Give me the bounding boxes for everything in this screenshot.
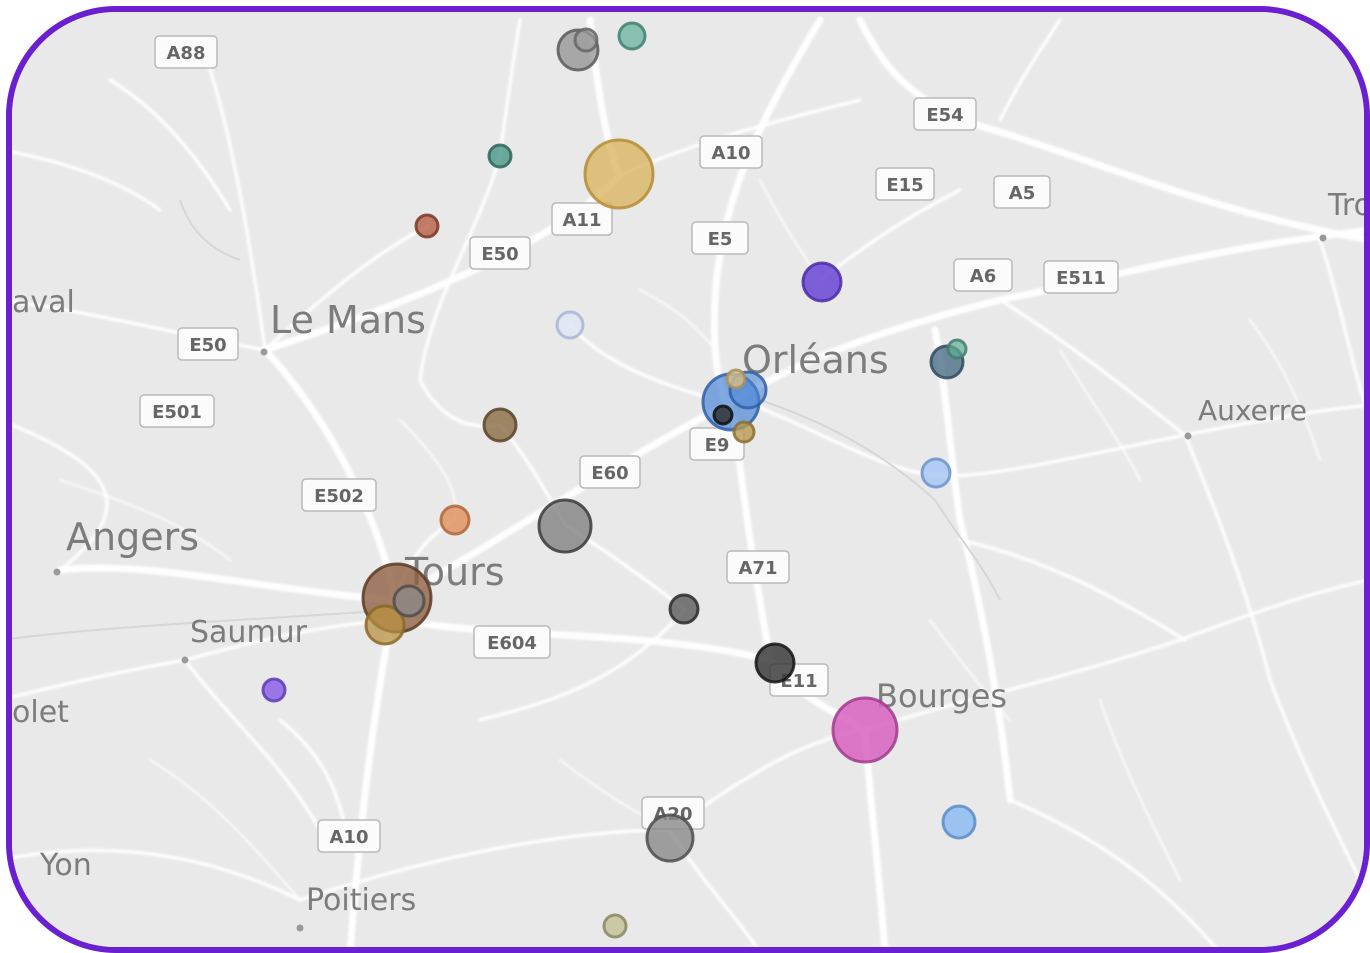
bubble-brown[interactable] <box>482 407 518 443</box>
svg-text:A11: A11 <box>563 210 602 231</box>
bubble-lightblue-north[interactable] <box>555 310 585 340</box>
bubble-orange[interactable] <box>439 504 471 536</box>
svg-text:A10: A10 <box>330 827 369 848</box>
road-label-e511: E511 <box>1043 260 1119 294</box>
svg-text:E604: E604 <box>487 633 537 654</box>
road-label-e60: E60 <box>579 455 641 489</box>
bubble-gray-tours[interactable] <box>392 584 426 618</box>
svg-text:E5: E5 <box>708 229 733 250</box>
road-label-e50-west: E50 <box>177 327 239 361</box>
road-label-e9: E9 <box>689 427 745 461</box>
city-label-cholet: olet <box>12 695 69 730</box>
bubble-gold-large[interactable] <box>583 138 655 210</box>
road-label-a11: A11 <box>551 202 613 236</box>
bubble-tan-orleans[interactable] <box>725 368 747 390</box>
city-label-auxerre: Auxerre <box>1198 394 1307 427</box>
city-label-bourges: Bourges <box>876 677 1007 715</box>
bubble-rust-small[interactable] <box>414 213 440 239</box>
svg-text:E501: E501 <box>152 402 202 423</box>
svg-text:E9: E9 <box>705 435 730 456</box>
svg-text:E15: E15 <box>886 175 923 196</box>
road-label-e502: E502 <box>301 478 377 512</box>
city-label-troyes: Tro <box>1327 188 1370 223</box>
bubble-violet[interactable] <box>801 261 843 303</box>
bubble-skyblue-east[interactable] <box>920 457 952 489</box>
bubble-olive-south[interactable] <box>602 913 628 939</box>
map-bubbles[interactable] <box>261 21 977 939</box>
road-label-a88: A88 <box>154 35 218 69</box>
road-label-a10-north: A10 <box>699 135 763 169</box>
bubble-skyblue-south[interactable] <box>941 804 977 840</box>
svg-text:A5: A5 <box>1009 183 1035 204</box>
road-label-e50-north: E50 <box>469 236 531 270</box>
svg-text:A88: A88 <box>167 43 206 64</box>
road-label-a71: A71 <box>726 550 790 584</box>
svg-text:E60: E60 <box>591 463 628 484</box>
road-label-e5: E5 <box>691 221 749 255</box>
svg-text:A10: A10 <box>712 143 751 164</box>
svg-text:E50: E50 <box>481 244 518 265</box>
road-label-a6: A6 <box>953 258 1013 292</box>
bubble-dark-e11[interactable] <box>754 642 796 684</box>
map-frame: A88 A10 E54 E15 A5 A11 <box>6 6 1370 953</box>
bubble-olive-tours[interactable] <box>364 604 406 646</box>
city-label-saumur: Saumur <box>190 615 308 650</box>
city-label-angers: Angers <box>66 515 199 559</box>
city-label-le-mans: Le Mans <box>270 298 426 342</box>
svg-text:A6: A6 <box>970 266 996 287</box>
bubble-dark-small[interactable] <box>668 593 700 625</box>
city-label-laval: aval <box>12 285 75 320</box>
svg-text:E50: E50 <box>189 335 226 356</box>
road-label-e54: E54 <box>913 97 977 131</box>
bubble-gray-large[interactable] <box>537 498 593 554</box>
svg-text:E54: E54 <box>926 105 963 126</box>
bubble-teal-east[interactable] <box>946 338 968 360</box>
road-label-e11: E11 <box>769 663 829 697</box>
city-labels: aval Le Mans Orléans Auxerre Angers Tour… <box>12 188 1370 918</box>
svg-text:E511: E511 <box>1056 268 1106 289</box>
bubble-olive-orleans[interactable] <box>732 420 756 444</box>
svg-text:E502: E502 <box>314 486 364 507</box>
city-label-orleans: Orléans <box>742 338 889 382</box>
rivers <box>12 199 1001 640</box>
bubble-dark-orleans[interactable] <box>712 404 734 426</box>
road-label-e15: E15 <box>875 167 935 201</box>
city-label-la-roche-sur-yon: Yon <box>39 848 92 883</box>
bubble-violet-small[interactable] <box>261 677 287 703</box>
road-label-a10-south: A10 <box>317 819 381 853</box>
svg-text:A71: A71 <box>739 558 778 579</box>
city-dots <box>53 234 1327 932</box>
bubble-teal-north[interactable] <box>617 21 647 51</box>
map-canvas[interactable]: A88 A10 E54 E15 A5 A11 <box>6 6 1370 953</box>
bubble-teal-small[interactable] <box>487 143 513 169</box>
bubble-gray-north-2[interactable] <box>573 27 599 53</box>
road-label-e604: E604 <box>473 625 551 659</box>
city-label-poitiers: Poitiers <box>306 883 416 918</box>
bubble-magenta-bourges[interactable] <box>831 696 899 764</box>
road-label-a5: A5 <box>993 175 1051 209</box>
bubble-gray-a20[interactable] <box>645 813 695 863</box>
road-label-e501: E501 <box>139 394 215 428</box>
